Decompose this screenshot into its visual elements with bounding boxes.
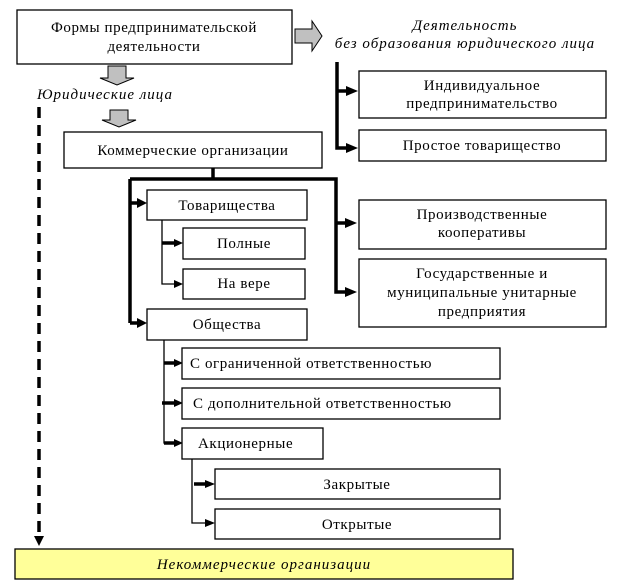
simple-partnership-label: Простое товарищество — [403, 138, 562, 154]
jsc-children-connector — [191, 459, 206, 524]
closed-jsc-node: Закрытые — [214, 468, 501, 500]
commercial-orgs-box — [63, 131, 323, 169]
joint-stock-box — [181, 427, 324, 460]
no-legal-entity-label-line-2: без образования юридического лица — [335, 36, 595, 52]
joint-stock-node: Акционерные — [181, 427, 324, 460]
open-jsc-label: Открытые — [322, 517, 392, 533]
full-partnerships-node: Полные — [182, 227, 306, 260]
simple-partnership-box — [358, 129, 607, 162]
llc-node: С ограниченной ответственностью — [181, 347, 501, 380]
arrowhead-individual-icon — [346, 86, 358, 96]
joint-stock-label: Акционерные — [198, 436, 293, 452]
limited-partnerships-box — [182, 268, 306, 300]
dashed-arrowhead-icon — [34, 536, 44, 546]
unitary-enterprises-box — [358, 258, 607, 328]
unitary-line-3: предприятия — [438, 304, 526, 320]
simple-partnership-node: Простое товарищество — [358, 129, 607, 162]
companies-node: Общества — [146, 308, 308, 341]
arrowhead-companies-icon — [137, 318, 147, 328]
non-commercial-orgs-box — [14, 548, 514, 580]
arrowhead-limited-icon — [174, 280, 183, 288]
full-partnerships-box — [182, 227, 306, 260]
alc-node: С дополнительной ответственностью — [181, 387, 501, 420]
partnerships-box — [146, 189, 308, 221]
coops-line-1: Производственные — [417, 207, 548, 223]
arrowhead-simple-partnership-icon — [346, 143, 358, 153]
block-arrow-right-icon — [294, 19, 323, 53]
alc-box — [181, 387, 501, 420]
closed-jsc-box — [214, 468, 501, 500]
root-box — [16, 9, 293, 65]
arrowhead-closed-icon — [205, 480, 215, 488]
individual-entrepreneurship-node: Индивидуальное предпринимательство — [358, 70, 607, 119]
partnerships-children-connector — [161, 220, 175, 285]
full-partnerships-label: Полные — [217, 236, 271, 252]
limited-partnerships-label: На вере — [217, 276, 270, 292]
arrowhead-partnerships-icon — [137, 198, 147, 208]
arrowhead-open-icon — [205, 519, 215, 527]
partnerships-label: Товарищества — [178, 198, 275, 214]
root-node: Формы предпринимательской деятельности — [16, 9, 293, 65]
no-legal-entity-connector — [335, 62, 348, 150]
open-jsc-box — [214, 508, 501, 540]
partnerships-node: Товарищества — [146, 189, 308, 221]
individual-line-2: предпринимательство — [406, 96, 558, 112]
block-arrow-down-icon — [99, 65, 135, 86]
arrowhead-unitary-icon — [345, 287, 357, 297]
commercial-orgs-label: Коммерческие организации — [97, 143, 288, 159]
closed-jsc-label: Закрытые — [323, 477, 390, 493]
non-commercial-orgs-label: Некоммерческие организации — [156, 557, 371, 573]
commercial-orgs-node: Коммерческие организации — [63, 131, 323, 169]
production-coops-node: Производственные кооперативы — [358, 199, 607, 250]
root-line-1: Формы предпринимательской — [51, 20, 257, 36]
legal-entities-label: Юридические лица — [36, 87, 173, 103]
commercial-top-bar — [130, 177, 347, 294]
individual-entrepreneurship-box — [358, 70, 607, 119]
block-arrow-down-commercial-icon — [101, 109, 137, 128]
llc-label: С ограниченной ответственностью — [190, 356, 432, 372]
unitary-line-1: Государственные и — [416, 266, 548, 282]
open-jsc-node: Открытые — [214, 508, 501, 540]
non-commercial-orgs-node: Некоммерческие организации — [14, 548, 514, 580]
no-legal-entity-label-line-1: Деятельность — [411, 18, 518, 34]
arrowhead-coops-icon — [345, 218, 357, 228]
limited-partnerships-node: На вере — [182, 268, 306, 300]
arrowhead-llc-icon — [174, 359, 183, 367]
arrowhead-full-icon — [174, 239, 183, 247]
root-line-2: деятельности — [107, 39, 200, 55]
alc-label: С дополнительной ответственностью — [193, 396, 452, 412]
unitary-line-2: муниципальные унитарные — [387, 285, 577, 301]
individual-line-1: Индивидуальное — [424, 78, 540, 94]
companies-children-connector — [163, 340, 175, 444]
production-coops-box — [358, 199, 607, 250]
companies-box — [146, 308, 308, 341]
unitary-enterprises-node: Государственные и муниципальные унитарны… — [358, 258, 607, 328]
arrowhead-jsc-icon — [174, 439, 183, 447]
companies-label: Общества — [193, 317, 262, 333]
llc-box — [181, 347, 501, 380]
arrowhead-alc-icon — [174, 399, 183, 407]
coops-line-2: кооперативы — [438, 225, 526, 241]
